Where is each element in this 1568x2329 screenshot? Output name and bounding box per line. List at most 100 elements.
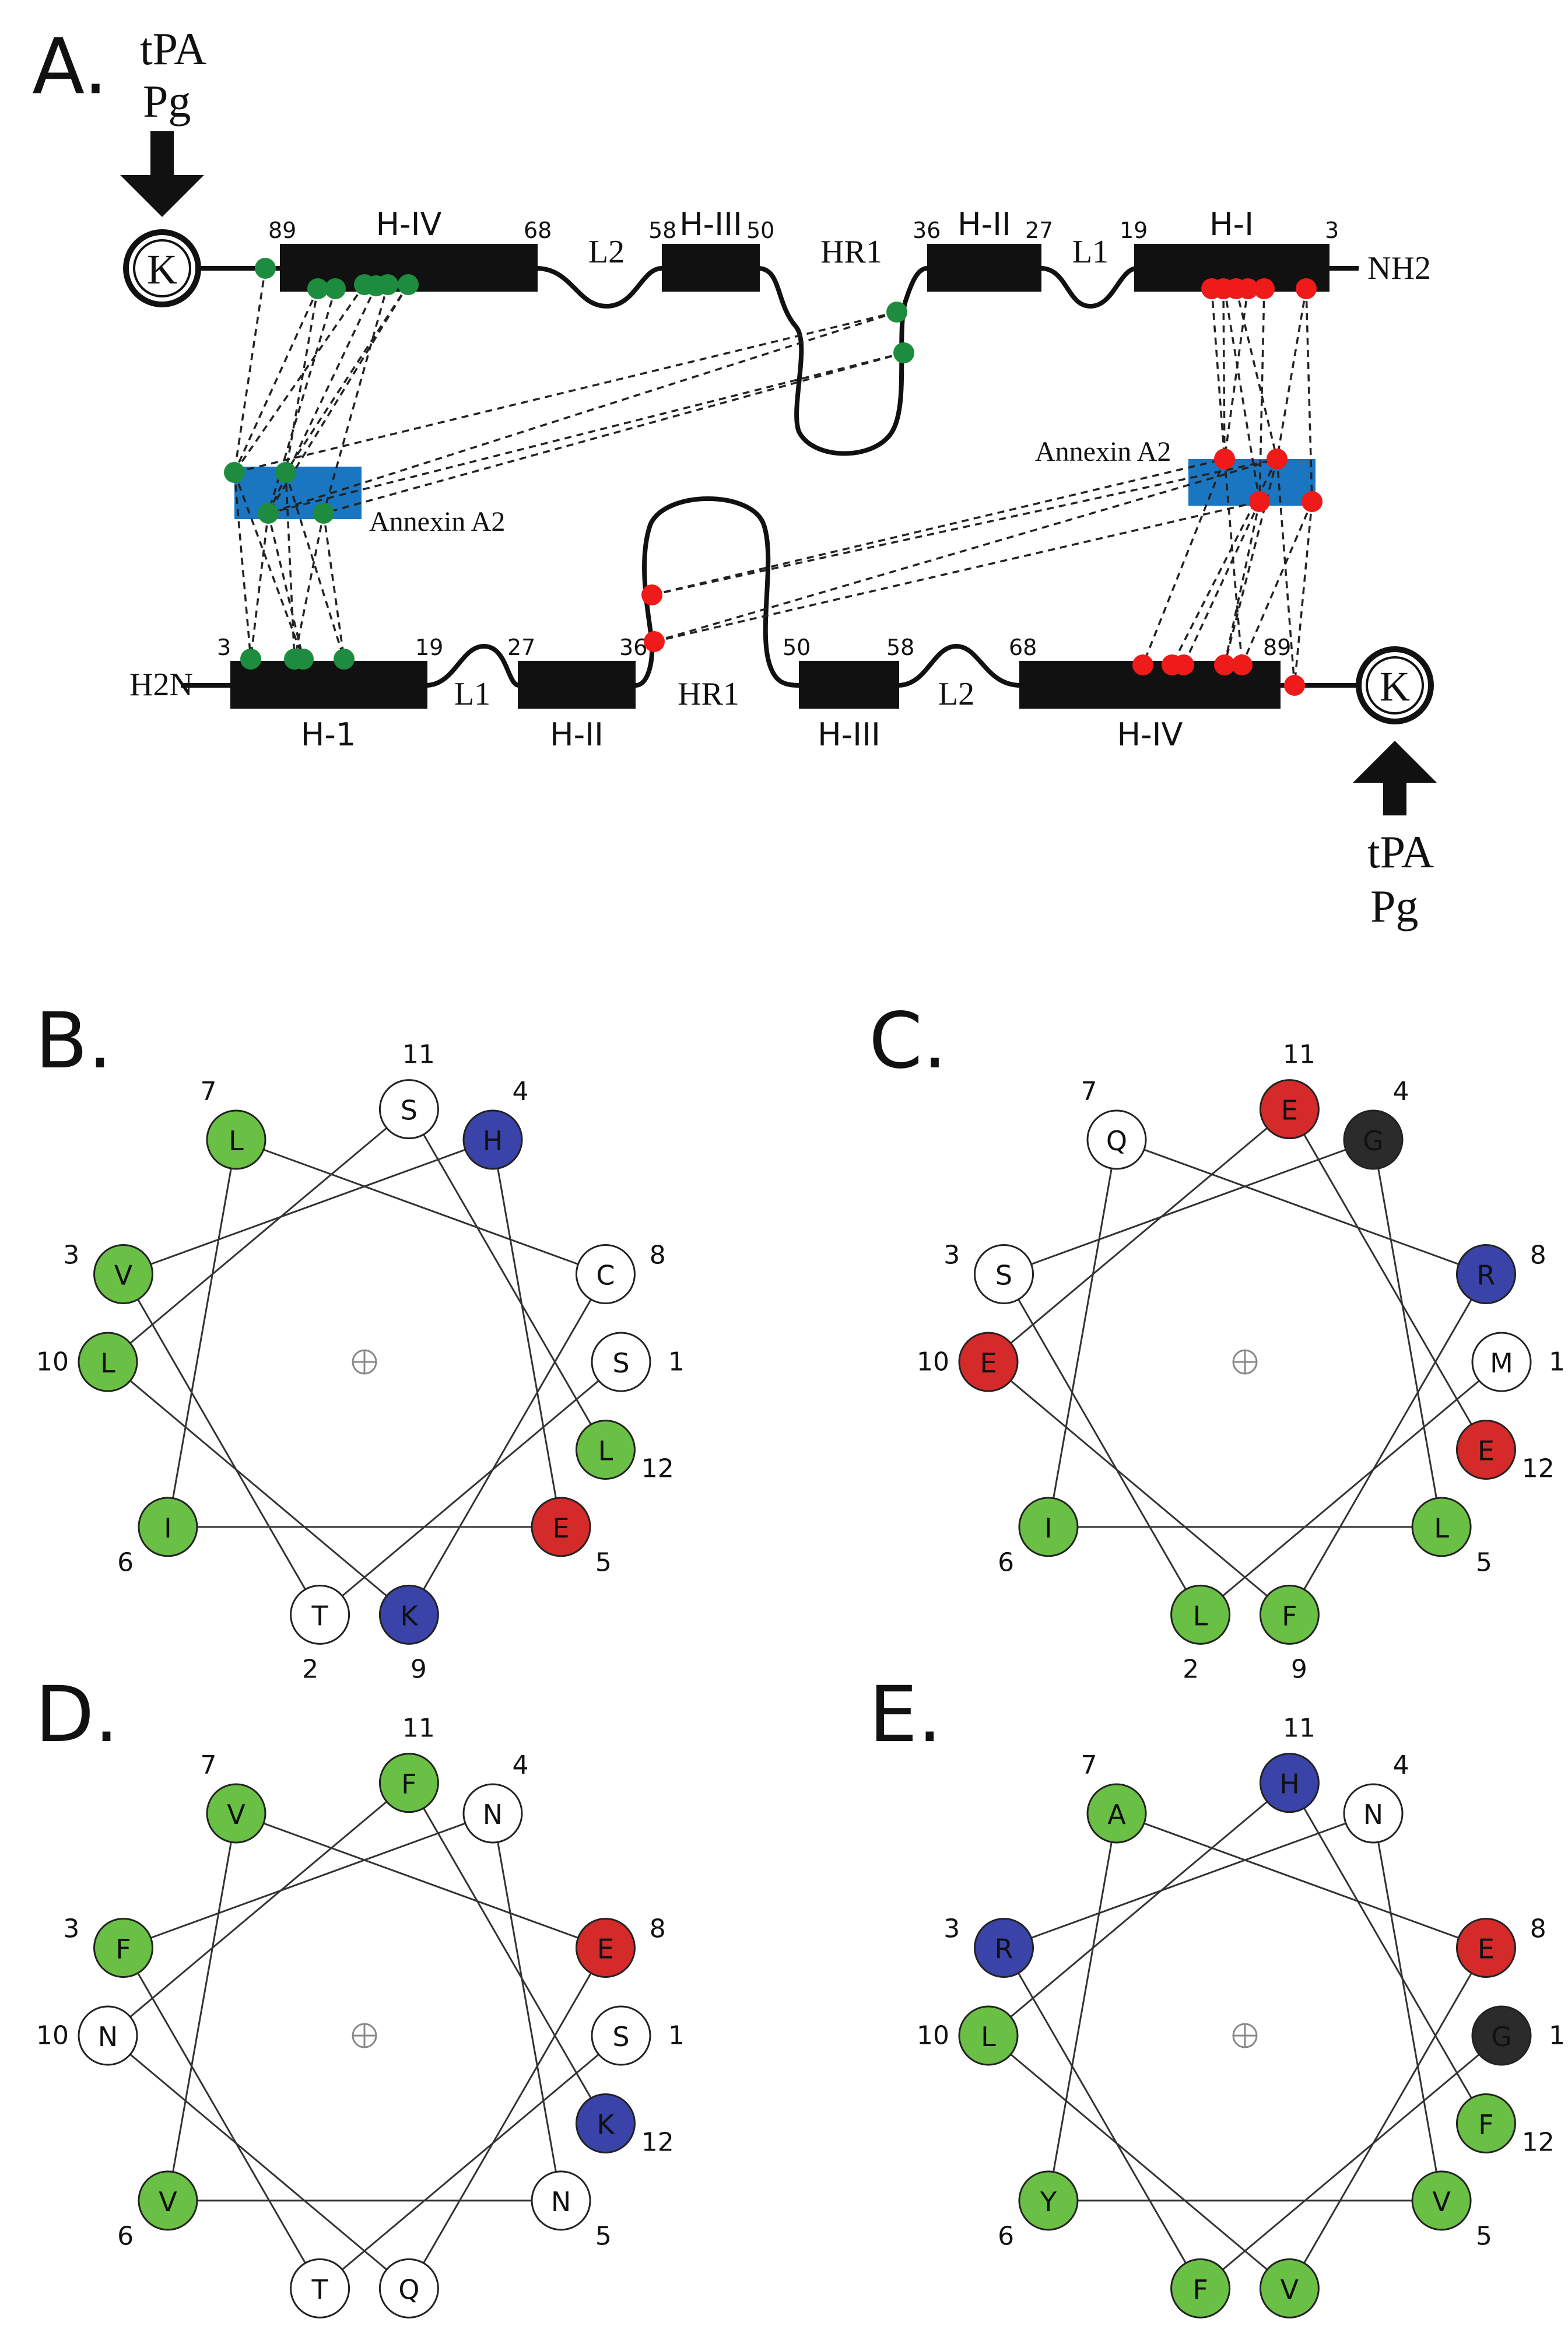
wheel-bond <box>1116 1139 1486 1275</box>
residue-number: 6 <box>998 1547 1014 1577</box>
residue-letter: L <box>229 1125 244 1157</box>
residue-number: 2 <box>302 2328 318 2329</box>
top-helix-h-ii-block <box>927 244 1041 292</box>
panel-letter: C. <box>869 996 947 1086</box>
residue-number: 9 <box>1291 2328 1307 2329</box>
residue-node <box>378 1753 439 1813</box>
residue-number: 12 <box>641 2127 674 2157</box>
crosslinks <box>233 268 1313 686</box>
residue-letter: S <box>612 1347 629 1379</box>
wheel-bond <box>123 1139 493 1275</box>
residue-letter: H <box>483 1125 503 1157</box>
wheel-bond <box>988 1782 1290 2037</box>
residue-letter: E <box>1478 1934 1495 1965</box>
top-h-i-start: 19 <box>1120 218 1148 243</box>
wheel-bond <box>408 1947 606 2289</box>
wheel-bond <box>319 2034 622 2289</box>
residue-number: 10 <box>917 1347 949 1377</box>
wheel-bond <box>408 1108 606 1451</box>
residue-node <box>1086 1109 1147 1170</box>
wheel-bond <box>122 1947 321 2289</box>
wheel-bond <box>1372 1813 1443 2201</box>
residue-letter: M <box>1490 1347 1513 1379</box>
residue-letter: F <box>401 1768 416 1800</box>
bottom-h-iv-start: 68 <box>1009 635 1037 660</box>
bottom-h-iii-start: 50 <box>783 635 811 660</box>
residue-letter: F <box>1282 1600 1297 1631</box>
wheel-bond <box>988 1361 1290 1616</box>
residue-number: 8 <box>650 1914 666 1944</box>
top-h-ii-start: 36 <box>913 218 941 243</box>
residue-node <box>974 1918 1034 1978</box>
residue-number: 4 <box>1393 1077 1409 1106</box>
top-helix-h-ii-label: H-II <box>957 206 1011 243</box>
wheel-bond <box>1003 1947 1201 2289</box>
residue-letter: L <box>1193 1600 1208 1631</box>
bottom-helix-h-iii-label: H-III <box>818 716 881 753</box>
wheel-bond <box>1289 1947 1487 2289</box>
residue-node <box>290 2258 350 2319</box>
residue-number: 7 <box>1081 1750 1097 1780</box>
residue-letter: T <box>311 1600 329 1631</box>
panel-letter: D. <box>35 1670 119 1760</box>
bottom-loop-l1: L1 <box>454 676 490 712</box>
residue-number: 11 <box>1283 1040 1316 1070</box>
bottom-kringle-symbol: K <box>1356 646 1434 724</box>
bottom-helix-h-1-block <box>230 661 427 709</box>
residue-number: 6 <box>117 2221 134 2251</box>
bottom-strand-backbone <box>181 496 1359 688</box>
residue-letter: V <box>1432 2186 1451 2218</box>
residue-node <box>1471 1332 1532 1392</box>
center-cross <box>353 1350 376 1374</box>
residue-letter: I <box>1044 1512 1053 1544</box>
top-pg-label: Pg <box>143 76 191 127</box>
top-arrow-icon <box>120 131 204 217</box>
residue-number: 9 <box>1291 1654 1307 1684</box>
residue-node <box>531 2170 591 2231</box>
top-helix-h-iii-label: H-III <box>679 206 742 243</box>
wheel-bond <box>1199 2034 1502 2289</box>
residue-node <box>1018 1497 1079 1557</box>
wheel-bond <box>988 1108 1290 1363</box>
residue-node <box>206 1783 266 1844</box>
wheel-bond <box>492 1139 562 1528</box>
bottom-pg-label: Pg <box>1370 881 1418 931</box>
residue-number: 7 <box>201 1750 217 1780</box>
residue-number: 2 <box>1183 1654 1199 1684</box>
top-loop-hr1: HR1 <box>820 234 882 270</box>
residue-number: 1 <box>1549 1347 1565 1377</box>
bottom-loop-l2: L2 <box>938 676 974 712</box>
top-kringle-symbol: K <box>123 229 201 307</box>
top-helix-h-i-label: H-I <box>1209 206 1254 243</box>
residue-node <box>575 1244 636 1305</box>
residue-node <box>575 2093 636 2153</box>
residue-letter: F <box>1192 2274 1208 2305</box>
wheel-bond <box>236 1139 606 1275</box>
bottom-helix-h-1-label: H-1 <box>301 716 356 753</box>
residue-node <box>1455 2093 1516 2153</box>
residue-letter: Q <box>398 2274 419 2305</box>
residue-letter: G <box>1491 2021 1512 2053</box>
top-strand-backbone <box>198 266 1359 456</box>
residue-node <box>531 1497 591 1557</box>
top-h-ii-end: 27 <box>1025 218 1053 243</box>
bottom-tpa-label: tPA <box>1367 826 1434 877</box>
residue-node <box>958 1332 1019 1392</box>
residue-number: 12 <box>1522 1454 1555 1483</box>
residue-number: 11 <box>1283 1714 1316 1743</box>
bottom-helix-h-iv-label: H-IV <box>1117 716 1183 753</box>
residue-letter: E <box>553 1512 570 1544</box>
top-terminus-nh2: NH2 <box>1367 250 1431 286</box>
crosslink-dots-red <box>641 278 1323 696</box>
residue-node <box>1455 1918 1516 1978</box>
residue-number: 5 <box>1476 2221 1492 2251</box>
residue-number: 8 <box>650 1241 666 1270</box>
bottom-arrow-icon <box>1353 741 1437 815</box>
center-cross <box>353 2024 376 2047</box>
residue-number: 12 <box>641 1454 674 1483</box>
residue-node <box>1259 1079 1320 1140</box>
residue-letter: V <box>1281 2274 1299 2305</box>
residue-letter: S <box>612 2021 629 2053</box>
